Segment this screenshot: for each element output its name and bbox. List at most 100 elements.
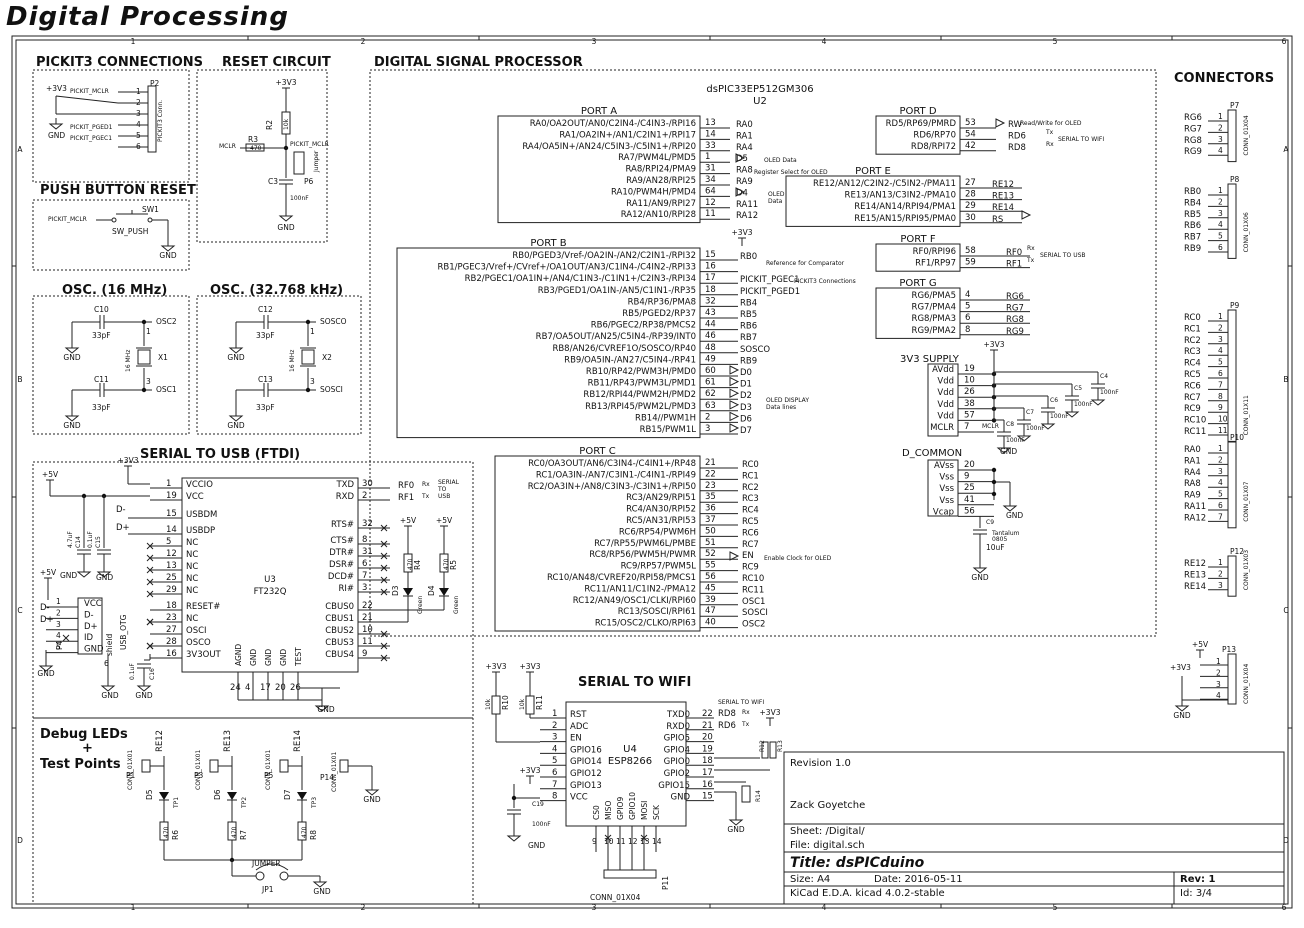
reset-gnd: GND [277,223,294,232]
esp-bottom-num: 12 [628,837,638,846]
ground-symbol [136,685,152,692]
junction-dot [991,479,997,485]
power-label: +3V3 [732,228,753,237]
jumper-pad [279,871,289,881]
supply-cap-ref: C4 [1100,373,1108,380]
esp-right-func: GPIO5 [664,734,690,744]
p13-name: CONN_01X04 [1243,664,1250,704]
portb-pin-func: RB9/OA5IN-/AN27/C5IN4-/RP41 [564,355,696,365]
esp-bottom-func: GPIO9 [616,797,625,820]
supply-pin-num: 10 [964,376,975,386]
wifi-gnd: GND [528,841,545,850]
portc-net: RC11 [742,585,764,595]
esp-right-num: 21 [702,721,713,731]
usb-cap-ref: C14 [75,536,82,548]
portf-net: RF0 [1006,248,1022,258]
esp-left-func: VCC [570,793,588,803]
supply-gnd: GND [1000,447,1017,456]
ft232-right-func: CTS# [330,536,354,546]
common-pin-num: 9 [964,472,969,482]
p9-pin-num: 3 [1218,335,1223,344]
p14-ref: P14 [320,773,334,782]
ft232-left-num: 28 [166,637,177,647]
usb-note: USB [438,493,450,500]
p10-pin-net: RA0 [1184,445,1201,455]
led-resistor-value: 470 [407,558,414,570]
supply-pin-func: Vdd [937,411,954,421]
power-label: +3V3 [760,708,781,717]
portc-pin-num: 21 [705,458,716,468]
portc-net: RC4 [742,506,759,516]
portc-net: RC1 [742,471,759,481]
porte-pin-num: 27 [965,178,976,188]
ft232-left-num: 5 [166,537,171,547]
supply-cap-value: 100nF [1026,425,1045,432]
border-col-label: 3 [592,37,597,46]
switch-contact [147,217,153,223]
porte-net: RS [992,215,1003,225]
title-title: Title: dsPICduino [790,855,925,871]
signal-arrow [735,153,746,163]
porta-net: RA8 [736,166,753,176]
ft232-bottom-func: GND [264,649,273,666]
esp-left-num: 5 [552,756,557,766]
c9-package: 0805 [992,536,1007,543]
portd-note: Read/Write for OLED [1020,120,1082,127]
usb-cap-value: 0.1uF [87,531,94,548]
porta-pin-num: 33 [705,141,716,151]
portf-net: RF1 [1006,260,1022,270]
portg-pin-func: RG9/PMA2 [912,326,956,336]
debug-resistor-ref: R8 [309,830,318,840]
debug-tp-ref: TP1 [173,797,180,809]
portb-net: RB7 [740,333,757,343]
ground-symbol [64,415,80,422]
debug-led-ref: D6 [213,789,222,800]
esp-right-func: RXD0 [666,722,690,732]
portf-pin-func: RF1/RP97 [915,259,956,269]
p9-name: CONN_01X11 [1243,395,1250,435]
portb-title: PORT B [530,238,566,249]
osc16-crystal-value: 16 MHz [125,350,132,372]
common-pin-func: Vcap [933,507,954,517]
reset-frame [196,69,328,243]
sheet-border [11,35,1293,909]
esp-right-func: GPIO0 [664,757,690,767]
ft232-left-func: NC [186,550,198,560]
p9-pin-num: 5 [1218,358,1223,367]
ft232-bottom-func: GND [249,649,258,666]
portb-pin-num: 17 [705,273,716,283]
osc32-osc-in: SOSCI [320,385,343,394]
usb-gnd: GND [96,573,113,582]
p12-pin-net: RE14 [1184,582,1206,592]
usb-otg-pin-name: GND [84,645,104,655]
porta-net: RA9 [736,177,753,187]
osc32-crystal-ref: X2 [322,353,332,362]
esp-right-func: TXD0 [666,710,690,720]
osc32-gnd: GND [227,421,244,430]
p10-pin-num: 2 [1218,455,1223,464]
junction-dot [305,319,311,325]
title-size: Size: A4 [790,874,830,885]
ft232-right-num: 6 [362,559,367,569]
push-gnd: GND [159,251,176,260]
porta-net: RA0 [736,120,753,130]
ft232-right-net: RF1 [398,493,414,503]
supply-cap-value: 100nF [1006,437,1025,444]
portf-note: SERIAL TO USB [1040,252,1086,259]
portc-net: OSC2 [742,620,765,630]
osc32-gnd: GND [227,353,244,362]
portc-pin-func: RC8/RP56/PWM5H/PWMR [589,550,696,560]
esp-left-num: 4 [552,744,557,754]
esp-left-func: GPIO13 [570,781,602,791]
junction-dot [511,795,517,801]
no-connect [146,618,154,626]
p13-pin-num: 2 [1216,668,1221,677]
portb-pin-func: RB14//PWM1H [635,413,696,423]
c16-ref: C16 [149,668,156,680]
portb-pin-num: 46 [705,331,716,341]
junction-dot [991,467,997,473]
porta-note: OLED [768,191,785,198]
section-title-connectors: CONNECTORS [1174,71,1274,86]
common-pin-num: 41 [964,495,975,505]
